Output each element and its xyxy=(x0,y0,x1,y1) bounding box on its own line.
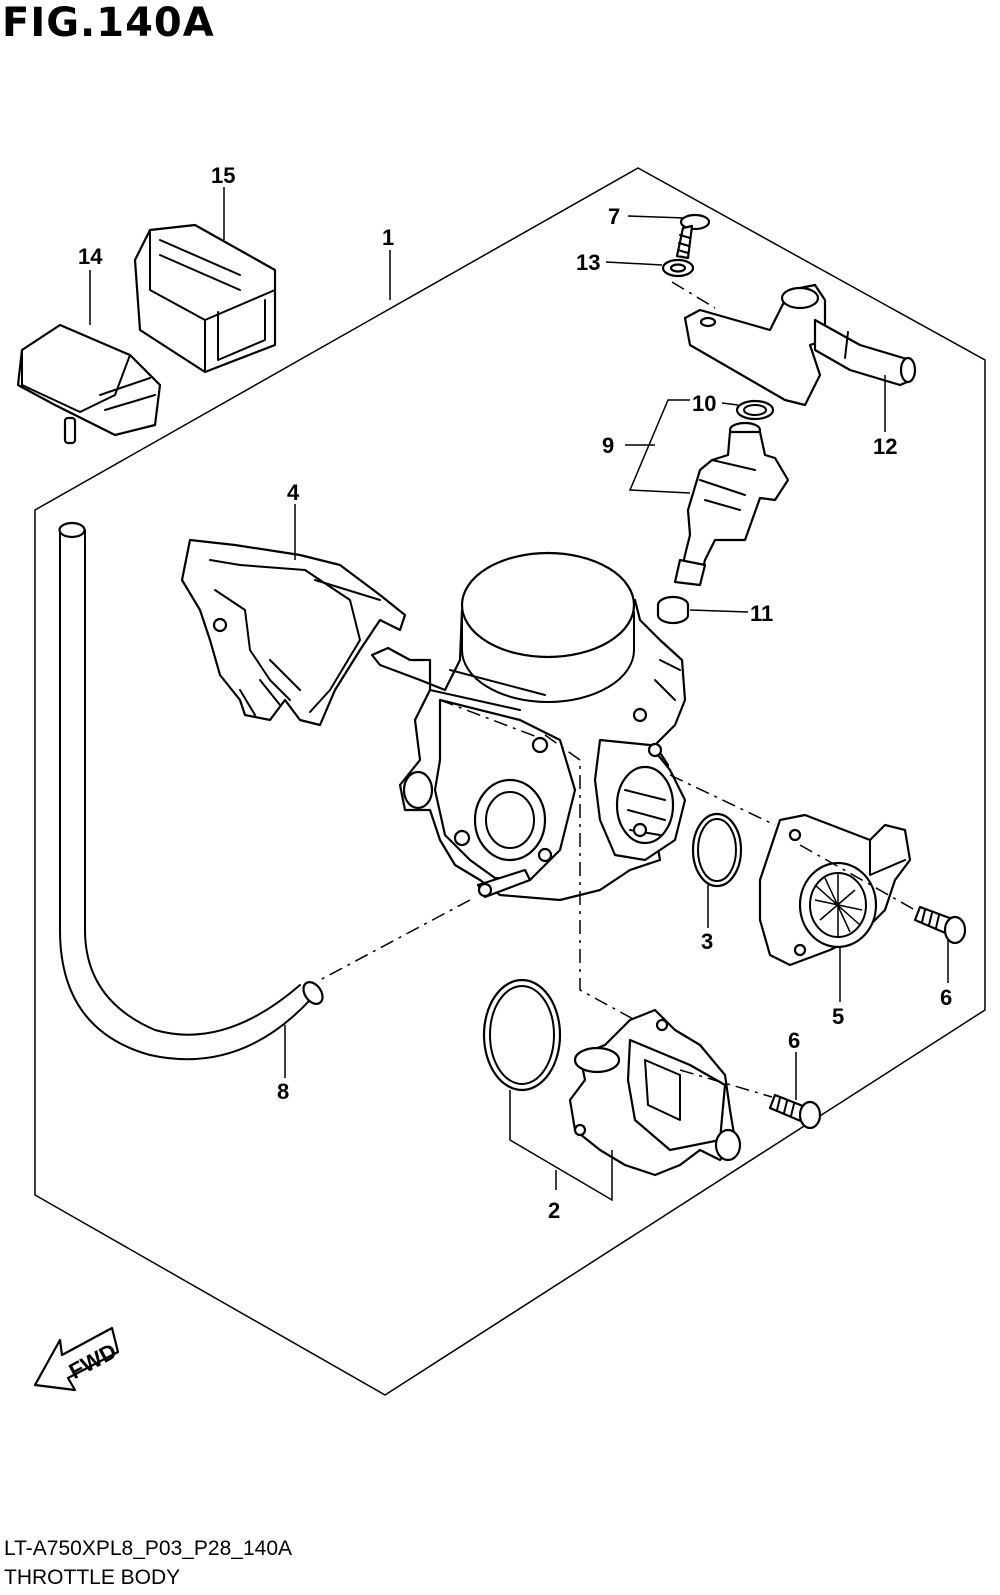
sensor-5-drawing xyxy=(758,813,912,967)
dash-line-screw-right xyxy=(799,844,916,911)
dash-line-sensor xyxy=(669,774,776,826)
callout-9: 9 xyxy=(602,433,614,458)
o-ring-3-inner xyxy=(697,818,737,882)
callout-2: 2 xyxy=(548,1198,560,1223)
callout-14: 14 xyxy=(78,244,103,269)
o-ring-10-inner xyxy=(743,404,767,416)
screw-6b-drawing xyxy=(768,1093,822,1130)
delivery-pipe-12-drawing xyxy=(683,283,917,407)
dash-line-hose xyxy=(319,899,471,981)
o-ring-3-drawing xyxy=(691,812,743,888)
callout-11: 11 xyxy=(750,601,773,626)
figure-name: THROTTLE BODY xyxy=(4,1566,181,1589)
callout-3: 3 xyxy=(701,929,713,954)
assembly-outline xyxy=(34,167,986,1396)
dash-line-bracket xyxy=(439,699,546,741)
callout-6-lower: 6 xyxy=(788,1028,800,1053)
screw-7-drawing xyxy=(675,213,711,260)
o-ring-2-drawing xyxy=(482,978,562,1092)
dash-line-isc xyxy=(544,734,636,1021)
screw-6a-drawing xyxy=(913,905,967,945)
throttle-body-drawing xyxy=(370,551,687,902)
leader-lines xyxy=(89,187,949,1202)
callout-1: 1 xyxy=(382,225,394,250)
callout-12: 12 xyxy=(873,434,897,459)
callout-10: 10 xyxy=(692,391,716,416)
o-ring-2-inner xyxy=(489,985,555,1085)
callout-6-right: 6 xyxy=(940,985,952,1010)
connector-15-drawing xyxy=(133,223,277,374)
callout-15: 15 xyxy=(211,163,235,188)
leader-dash-13 xyxy=(671,281,716,309)
callout-8: 8 xyxy=(277,1079,289,1104)
seal-11-body xyxy=(656,605,690,625)
injector-9-drawing xyxy=(673,421,790,587)
figure-title: FIG.140A xyxy=(2,0,215,46)
bracket-4-drawing xyxy=(180,538,407,727)
hose-8-drawing xyxy=(58,521,324,1061)
dash-line-screw-lower xyxy=(679,1069,773,1098)
connector-14-drawing xyxy=(16,323,162,445)
callout-7: 7 xyxy=(608,204,620,229)
isc-valve-2-drawing xyxy=(568,1008,742,1177)
o-ring-10-drawing xyxy=(735,399,775,421)
callout-13: 13 xyxy=(576,250,600,275)
figure-code: LT-A750XPL8_P03_P28_140A xyxy=(4,1537,293,1560)
washer-13-hole xyxy=(669,263,687,273)
callout-5: 5 xyxy=(832,1004,844,1029)
callout-4: 4 xyxy=(287,480,300,505)
fwd-arrow-icon xyxy=(33,1326,120,1392)
